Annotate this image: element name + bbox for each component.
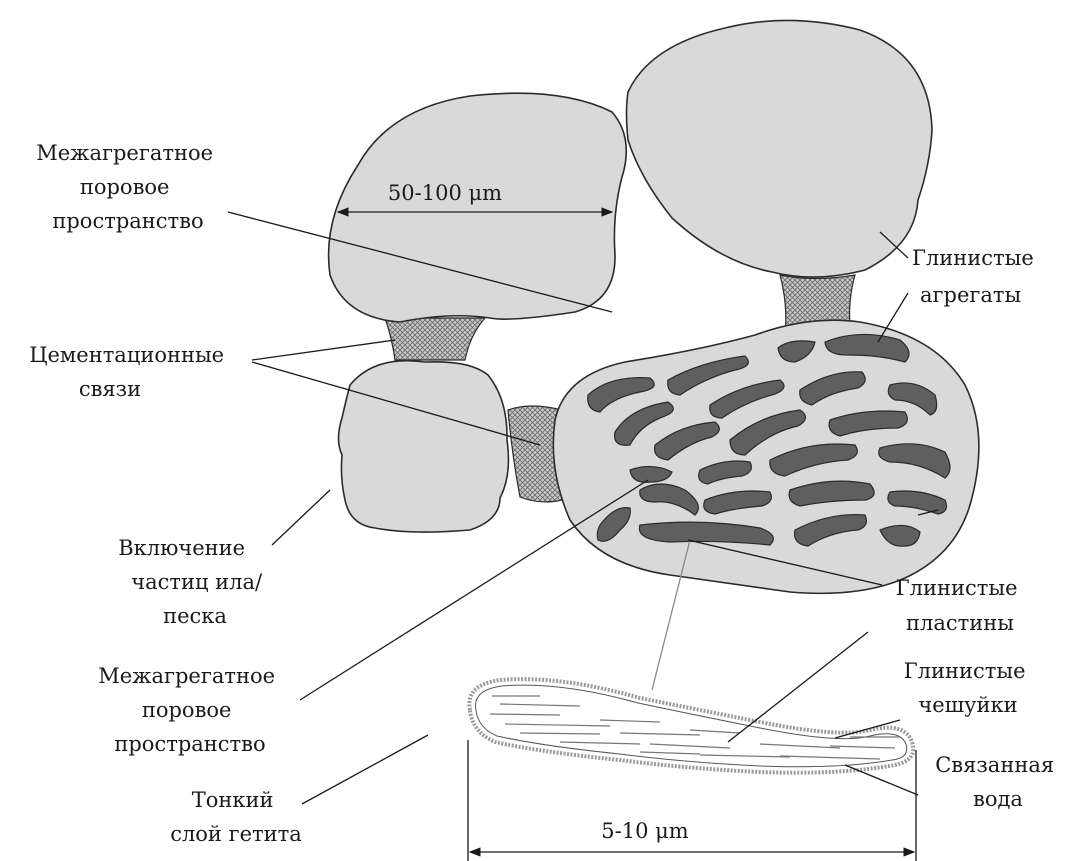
cementation-bond-top xyxy=(385,318,485,360)
label-goethite-layer: Тонкий слой гетита xyxy=(170,788,302,846)
silt-sand-inclusion xyxy=(339,361,509,532)
leader-inclusion xyxy=(272,490,330,545)
label-clay-aggregates: Глинистые агрегаты xyxy=(912,246,1040,307)
aggregate-top-left xyxy=(329,93,627,322)
label-pore-space-top: Межагрегатное поровое пространство xyxy=(36,141,220,233)
leader-goethite xyxy=(302,735,428,804)
leader-cementation-1 xyxy=(252,340,395,360)
label-bound-water: Связанная вода xyxy=(935,753,1061,811)
clay-flake-outline xyxy=(469,679,913,773)
label-cementation-bonds: Цементационные связи xyxy=(29,343,231,401)
label-clay-flakes: Глинистые чешуйки xyxy=(904,659,1032,717)
label-clay-plates: Глинистые пластины xyxy=(896,576,1024,635)
label-flake-size: 5-10 μm xyxy=(601,819,689,843)
leader-bound-water xyxy=(845,765,918,795)
leader-clay-flakes xyxy=(728,632,868,742)
clay-flake-zoom xyxy=(469,679,913,773)
label-aggregate-size: 50-100 μm xyxy=(388,181,502,205)
label-pore-space-bottom: Межагрегатное поровое пространство xyxy=(98,664,282,756)
label-silt-sand-inclusion: Включение частиц ила/ песка xyxy=(118,536,269,628)
